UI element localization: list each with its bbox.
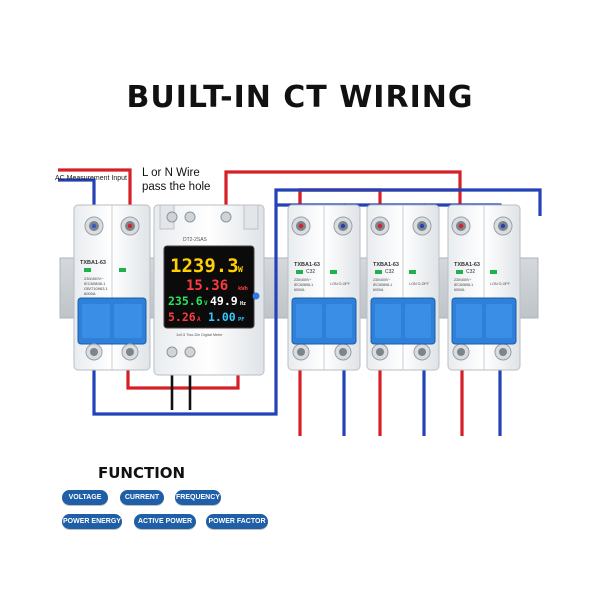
branch-breaker-rating: C32 [466, 269, 475, 275]
branch-breaker-spec4: 6000A [294, 288, 305, 292]
meter-button [252, 292, 260, 300]
lcd-current-unit: A [197, 316, 201, 323]
ln-wire-label: L or N Wire pass the hole [142, 166, 210, 194]
main-breaker-spec3: GB/T10963.1 [84, 286, 109, 291]
lcd-power-unit: W [238, 265, 243, 274]
function-current: CURRENT [120, 490, 164, 505]
lcd-power-factor: 1.00 [208, 310, 236, 324]
branch-breaker-spec4: 6000A [454, 288, 465, 292]
branch-breaker-rating: C32 [385, 269, 394, 275]
main-breaker-spec1: 230/400V~ [84, 276, 104, 281]
meter-footer: 1x0.5 Two-Din Digital Meter [176, 333, 223, 337]
branch-breaker-spec1: 230/400V~ [454, 278, 472, 282]
ac-measurement-label: AC Measurement Input [55, 175, 127, 182]
lcd-energy: 15.36 [186, 278, 228, 294]
branch-breakers: TXBA1-63C32230/400V~IEC60898-16000AI-ON … [287, 204, 521, 371]
lcd-frequency-unit: Hz [240, 301, 246, 307]
lcd-power-factor-unit: PF [238, 317, 245, 323]
branch-breaker-on-off: I-ON O-OFF [490, 282, 511, 286]
digital-meter: DT2-2SAS 1239.3 W 15.36 kWh 235.6 V 49.9… [153, 204, 265, 376]
branch-breaker-spec4: 6000A [373, 288, 384, 292]
branch-breaker-model: TXBA1-63 [373, 262, 399, 268]
branch-breaker-spec1: 230/400V~ [294, 278, 312, 282]
lcd-power: 1239.3 [170, 255, 239, 277]
function-active-power: ACTIVE POWER [134, 514, 196, 529]
main-breaker-spec4: 6000A [84, 291, 96, 296]
branch-breaker-model: TXBA1-63 [294, 262, 320, 268]
branch-breaker-rating: C32 [306, 269, 315, 275]
branch-breaker-on-off: I-ON O-OFF [330, 282, 351, 286]
function-voltage: VOLTAGE [62, 490, 108, 505]
lcd-voltage-unit: V [204, 300, 208, 307]
diagram-title: BUILT-IN CT WIRING [126, 80, 474, 115]
main-breaker-model: TXBA1-63 [80, 260, 106, 266]
branch-breaker-on-off: I-ON O-OFF [409, 282, 430, 286]
branch-breaker-spec2: IEC60898-1 [373, 283, 392, 287]
main-breaker-spec2: IEC60898-1 [84, 281, 106, 286]
branch-breaker-model: TXBA1-63 [454, 262, 480, 268]
ln-wire-label-line1: L or N Wire [142, 167, 200, 179]
function-title: FUNCTION [98, 464, 186, 482]
lcd-voltage: 235.6 [168, 294, 203, 308]
branch-breaker-spec1: 230/400V~ [373, 278, 391, 282]
lcd-current: 5.26 [168, 310, 196, 324]
function-power-factor: POWER FACTOR [206, 514, 268, 529]
branch-breaker-spec2: IEC60898-1 [294, 283, 313, 287]
lcd-energy-unit: kWh [238, 286, 248, 292]
main-breaker: TXBA1-63 230/400V~ IEC60898-1 GB/T10963.… [73, 204, 151, 371]
ln-wire-label-line2: pass the hole [142, 181, 211, 193]
lcd-frequency: 49.9 [210, 294, 238, 308]
meter-model: DT2-2SAS [183, 237, 208, 243]
branch-breaker-spec2: IEC60898-1 [454, 283, 473, 287]
function-frequency: FREQUENCY [175, 490, 221, 505]
function-power-energy: POWER ENERGY [62, 514, 122, 529]
